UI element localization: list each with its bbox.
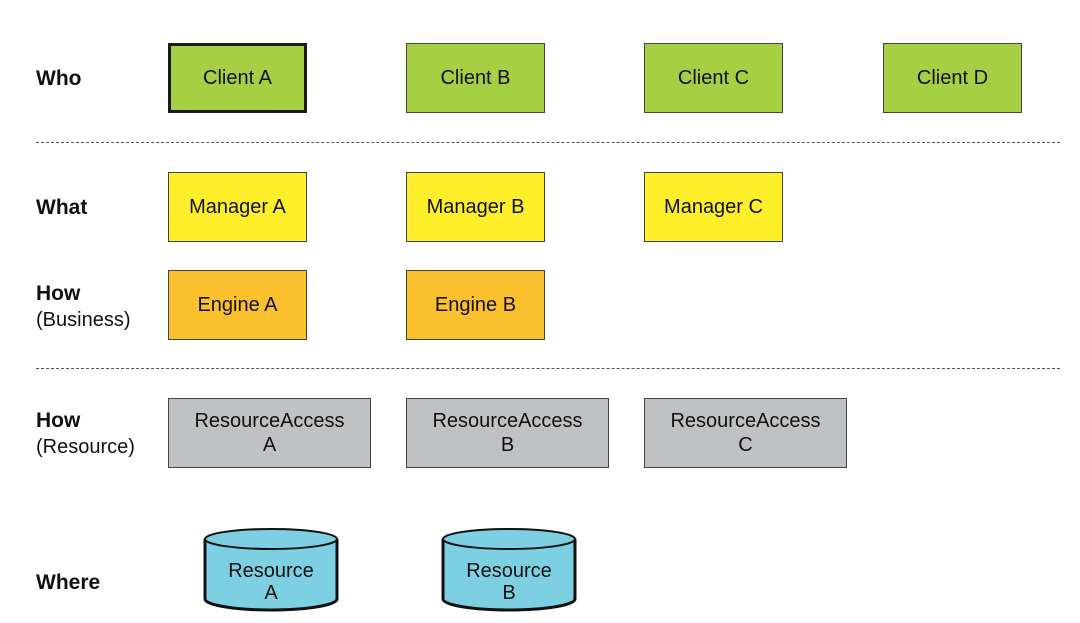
layer-title: How [36, 409, 81, 432]
layer-title: How [36, 282, 81, 305]
resource-name: Resource [228, 560, 314, 582]
resource-access-a-box[interactable]: ResourceAccess A [168, 398, 371, 468]
resource-suffix: B [502, 582, 516, 604]
resource-access-c-box[interactable]: ResourceAccess C [644, 398, 847, 468]
resource-access-suffix: B [500, 434, 515, 456]
layer-title: Who [36, 67, 82, 90]
layer-subtitle: (Business) [36, 309, 131, 331]
resource-access-suffix: C [738, 434, 753, 456]
layer-separator [36, 368, 1060, 369]
resource-access-name: ResourceAccess [194, 410, 345, 432]
resource-name: Resource [466, 560, 552, 582]
resource-a-label: Resource A [203, 560, 339, 604]
engine-a-box[interactable]: Engine A [168, 270, 307, 340]
manager-b-box[interactable]: Manager B [406, 172, 545, 242]
resource-access-suffix: A [262, 434, 277, 456]
layer-title: Where [36, 571, 101, 594]
layer-label-how-resource: How (Resource) [36, 408, 135, 460]
manager-a-box[interactable]: Manager A [168, 172, 307, 242]
resource-suffix: A [264, 582, 278, 604]
client-d-box[interactable]: Client D [883, 43, 1022, 113]
layer-label-where: Where [36, 570, 100, 596]
resource-access-name: ResourceAccess [670, 410, 821, 432]
layer-title: What [36, 196, 88, 219]
client-b-box[interactable]: Client B [406, 43, 545, 113]
resource-access-name: ResourceAccess [432, 410, 583, 432]
resource-b-database-icon[interactable] [441, 527, 577, 613]
resource-b-label: Resource B [441, 560, 577, 604]
client-a-box[interactable]: Client A [168, 43, 307, 113]
layer-label-what: What [36, 195, 87, 221]
layer-subtitle: (Resource) [36, 436, 135, 458]
resource-a-database-icon[interactable] [203, 527, 339, 613]
layer-label-who: Who [36, 66, 81, 92]
client-c-box[interactable]: Client C [644, 43, 783, 113]
manager-c-box[interactable]: Manager C [644, 172, 783, 242]
engine-b-box[interactable]: Engine B [406, 270, 545, 340]
layer-separator [36, 142, 1060, 143]
resource-access-b-box[interactable]: ResourceAccess B [406, 398, 609, 468]
layer-label-how-business: How (Business) [36, 281, 130, 333]
